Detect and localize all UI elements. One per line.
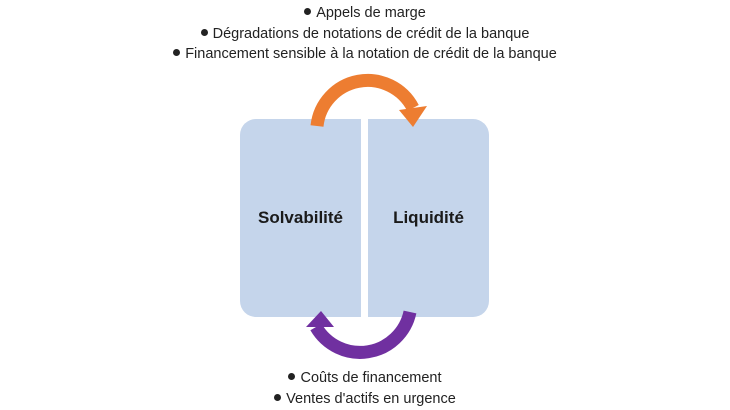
bullet-icon xyxy=(173,49,181,56)
solvabilite-box: Solvabilité xyxy=(240,119,361,317)
bullet-text: Coûts de financement xyxy=(300,370,442,386)
bullet-text: Dégradations de notations de crédit de l… xyxy=(212,25,530,42)
bottom-arrow-head xyxy=(306,311,334,327)
top-arrow-shaft xyxy=(310,74,419,127)
solvabilite-label: Solvabilité xyxy=(257,208,344,227)
bullet-text: Appels de marge xyxy=(316,5,426,21)
top-bullet-item: Appels de marge xyxy=(0,3,730,24)
bottom-bullet-item: Coûts de financement xyxy=(0,368,730,389)
top-bullet-item: Dégradations de notations de crédit de l… xyxy=(0,24,730,45)
liquidite-label: Liquidité xyxy=(393,208,464,227)
liquidite-box: Liquidité xyxy=(368,119,489,317)
bullet-text: Financement sensible à la notation de cr… xyxy=(185,46,557,62)
bullet-icon xyxy=(304,8,312,15)
bullet-icon xyxy=(274,393,282,401)
bottom-curved-arrow xyxy=(306,310,417,359)
bottom-arrow-shaft xyxy=(310,310,417,359)
bottom-bullet-list: Coûts de financement Ventes d'actifs en … xyxy=(0,368,730,409)
top-curved-arrow xyxy=(310,74,427,127)
top-arrow-head xyxy=(399,106,427,127)
bullet-text: Ventes d'actifs en urgence xyxy=(286,390,456,407)
bottom-bullet-item: Ventes d'actifs en urgence xyxy=(0,389,730,410)
top-bullet-item: Financement sensible à la notation de cr… xyxy=(0,44,730,65)
bullet-icon xyxy=(288,373,296,380)
top-bullet-list: Appels de marge Dégradations de notation… xyxy=(0,3,730,65)
bullet-icon xyxy=(200,28,208,36)
